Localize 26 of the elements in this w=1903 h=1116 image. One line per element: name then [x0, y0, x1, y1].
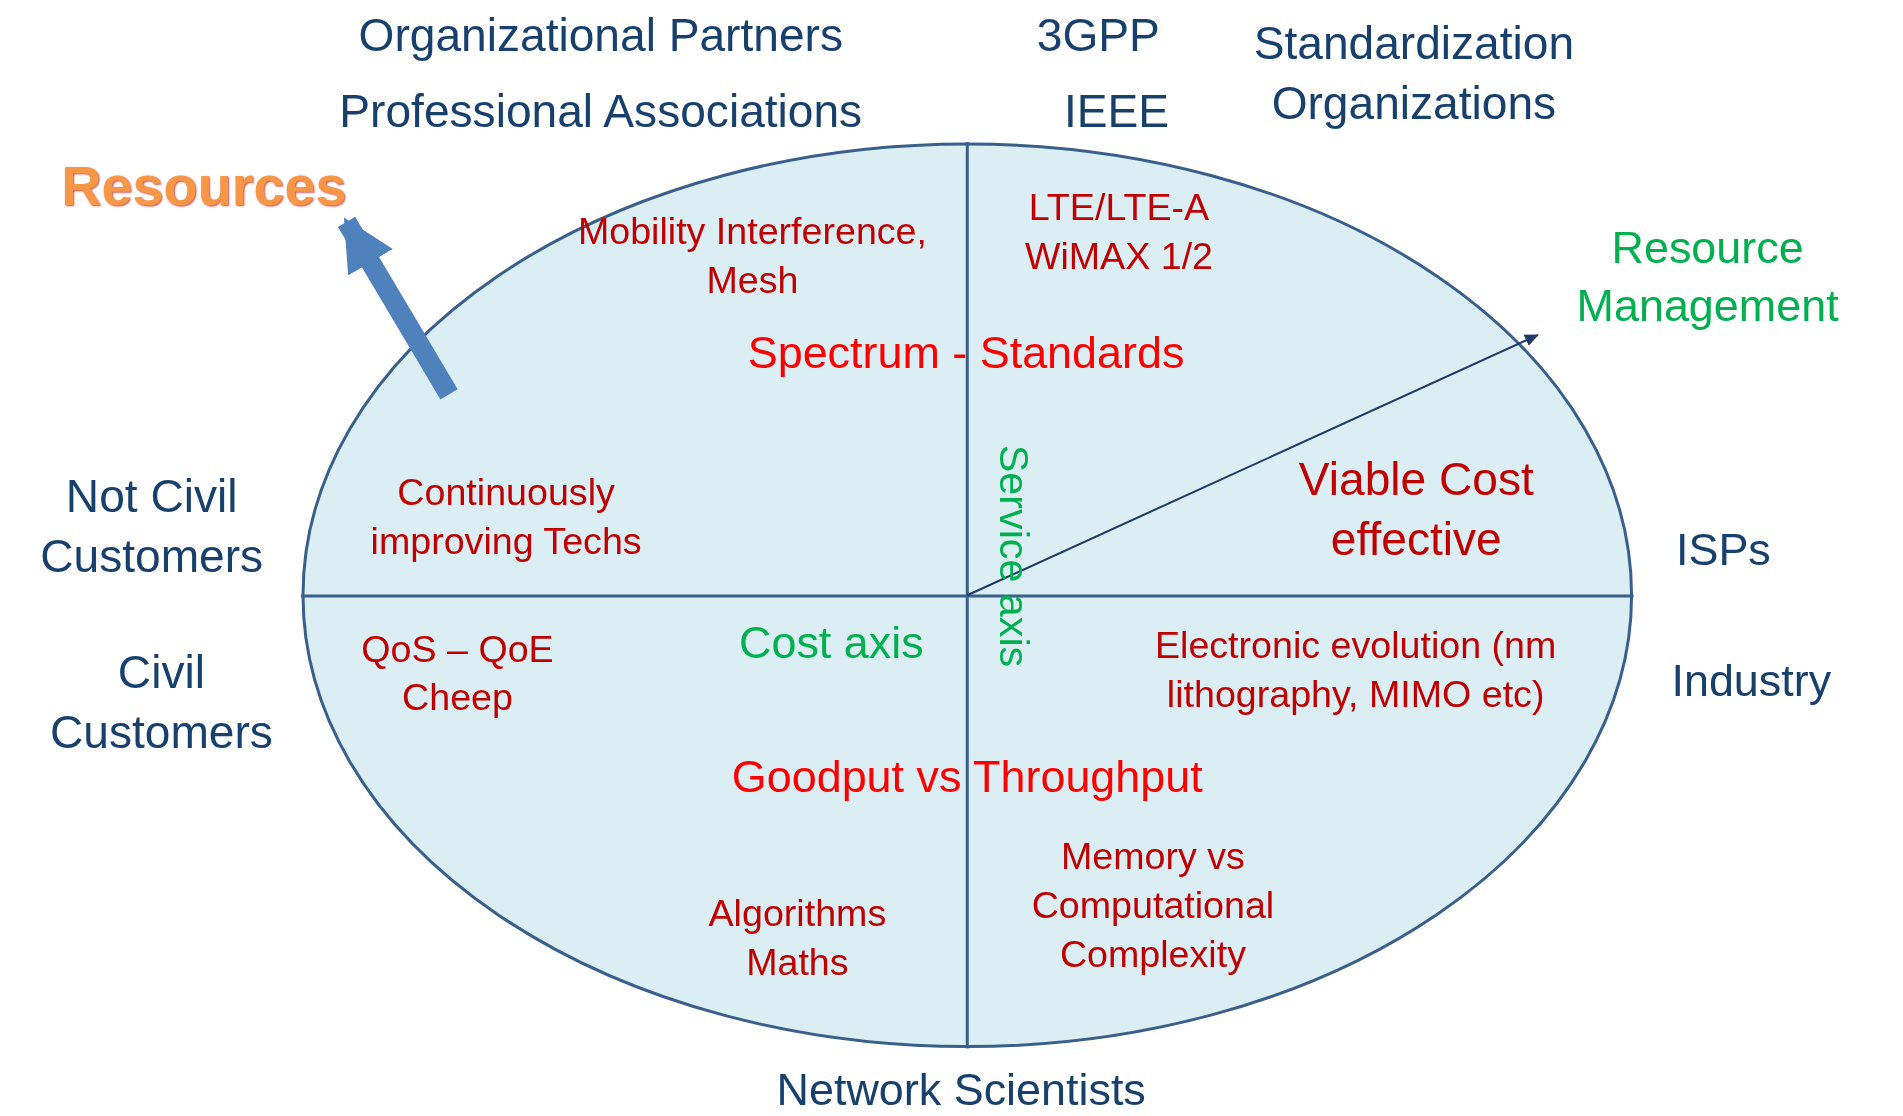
topic-heading: Goodput vs Throughput [731, 749, 1203, 804]
topic-label: Continuously improving Techs [369, 470, 643, 564]
topic-label: Algorithms Maths [707, 891, 888, 986]
topic-label: QoS – QoE Cheep [360, 626, 555, 721]
block-arrow [338, 216, 458, 400]
group-label: Network Scientists [776, 1062, 1146, 1116]
partner-label: Organizational Partners [358, 8, 843, 64]
standard-label: LTE/LTE-A WiMAX 1/2 [1023, 184, 1214, 279]
topic-label: Memory vs Computational Complexity [1030, 834, 1276, 977]
management-label: Resource Management [1537, 218, 1878, 336]
organization-label: IEEE [1064, 83, 1170, 139]
partner-label: Professional Associations [339, 83, 863, 139]
organization-label: 3GPP [1036, 8, 1160, 64]
customer-label: Not Civil Customers [39, 468, 265, 584]
customer-label: Industry [1671, 653, 1832, 708]
organization-label: Standardization Organizations [1252, 16, 1576, 132]
resources-heading: Resources [61, 149, 347, 222]
arrow [966, 334, 1539, 597]
axis-label: Cost axis [739, 616, 924, 671]
customer-label: ISPs [1675, 522, 1771, 577]
axis-label: Service axis [990, 444, 1039, 668]
customer-label: Civil Customers [48, 644, 274, 760]
topic-heading: Spectrum - Standards [747, 325, 1185, 380]
topic-label: Viable Cost effective [1297, 451, 1535, 567]
topic-label: Mobility Interference, Mesh [576, 209, 928, 304]
topic-label: Electronic evolution (nm lithography, MIMO etc) [1153, 623, 1558, 717]
